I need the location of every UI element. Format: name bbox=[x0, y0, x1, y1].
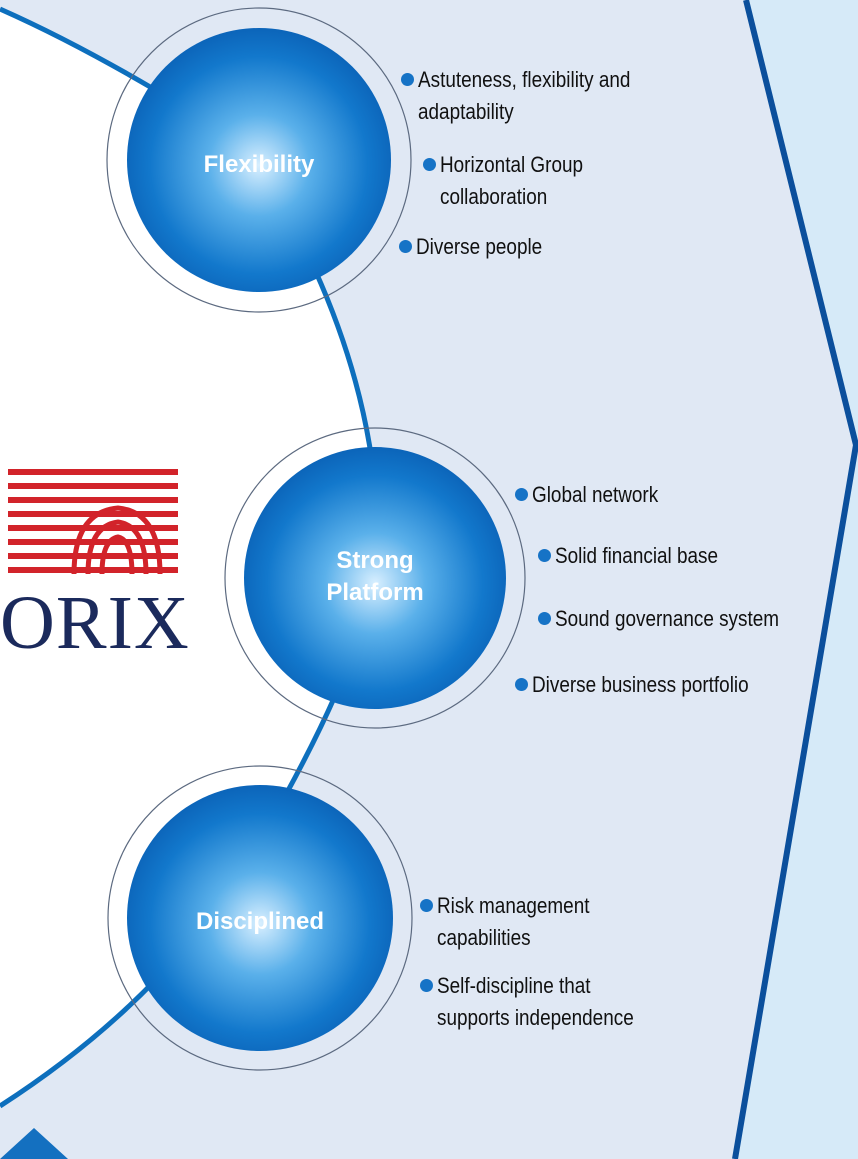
strong-platform-ring bbox=[224, 427, 526, 729]
flexibility-sphere bbox=[127, 28, 391, 292]
strong-platform-sphere bbox=[244, 447, 506, 709]
flexibility-item: Diverse people bbox=[399, 231, 563, 263]
bullet-dot-icon bbox=[420, 899, 433, 912]
strong-platform-item: Solid financial base bbox=[538, 540, 745, 572]
disciplined-ring bbox=[107, 765, 413, 1071]
orix-wordmark: ORIX bbox=[0, 581, 190, 665]
right-panel-border bbox=[732, 0, 858, 1159]
disciplined-label: Disciplined bbox=[195, 908, 325, 935]
disciplined-sphere bbox=[127, 785, 393, 1051]
disciplined-item: Self-discipline that supports independen… bbox=[420, 970, 666, 1034]
strong-platform-label: Strong Platform bbox=[326, 547, 424, 606]
flexibility-item: Astuteness, flexibility and adaptability bbox=[401, 64, 665, 128]
bullet-dot-icon bbox=[423, 158, 436, 171]
bullet-dot-icon bbox=[399, 240, 412, 253]
flexibility-ring bbox=[106, 7, 412, 313]
bottom-triangle bbox=[0, 1128, 68, 1159]
bullet-dot-icon bbox=[515, 488, 528, 501]
right-panel bbox=[735, 0, 858, 1159]
bullet-dot-icon bbox=[515, 678, 528, 691]
bullet-dot-icon bbox=[538, 612, 551, 625]
strong-platform-item: Sound governance system bbox=[538, 603, 816, 635]
bullet-dot-icon bbox=[401, 73, 414, 86]
strong-platform-item: Diverse business portfolio bbox=[515, 669, 784, 701]
flexibility-item: Horizontal Group collaboration bbox=[423, 149, 606, 213]
strong-platform-item: Global network bbox=[515, 479, 679, 511]
disciplined-item: Risk management capabilities bbox=[420, 890, 614, 954]
flexibility-label: Flexibility bbox=[203, 151, 315, 178]
bullet-dot-icon bbox=[420, 979, 433, 992]
bullet-dot-icon bbox=[538, 549, 551, 562]
orix-logo-mark bbox=[8, 469, 178, 575]
